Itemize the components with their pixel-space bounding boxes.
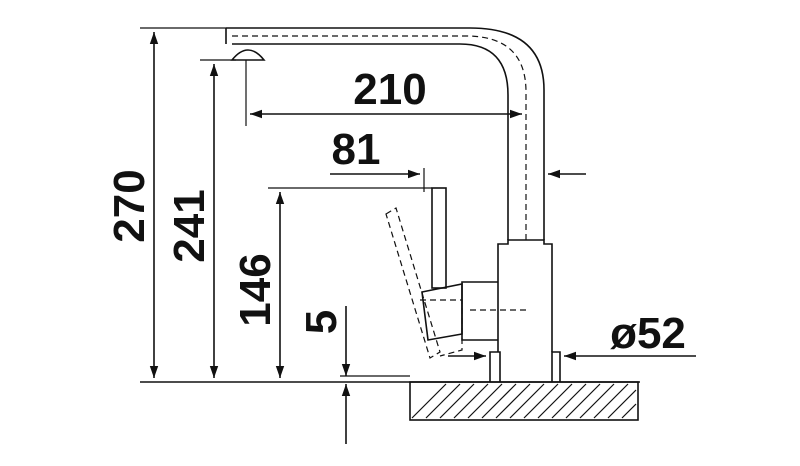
countertop-hatching: [411, 383, 637, 419]
dim-label-210: 210: [353, 65, 426, 114]
dim-lever-offset: 81: [330, 125, 586, 192]
dim-label-270: 270: [105, 169, 154, 242]
dim-reach: 210: [250, 65, 522, 119]
dim-spout-height: 241: [165, 59, 236, 378]
dim-label-5: 5: [297, 310, 346, 334]
faucet-body: [385, 187, 561, 382]
dim-total-height: 270: [105, 27, 226, 378]
spout: [225, 27, 545, 240]
countertop: [140, 375, 640, 421]
dim-label-241: 241: [165, 189, 214, 262]
dim-label-81: 81: [332, 125, 381, 174]
dim-label-52: ø52: [610, 309, 686, 358]
dim-lever-height: 146: [231, 187, 432, 378]
dim-base-thickness: 5: [297, 306, 351, 444]
dim-label-146: 146: [231, 253, 280, 326]
dim-base-diameter: ø52: [448, 309, 696, 361]
